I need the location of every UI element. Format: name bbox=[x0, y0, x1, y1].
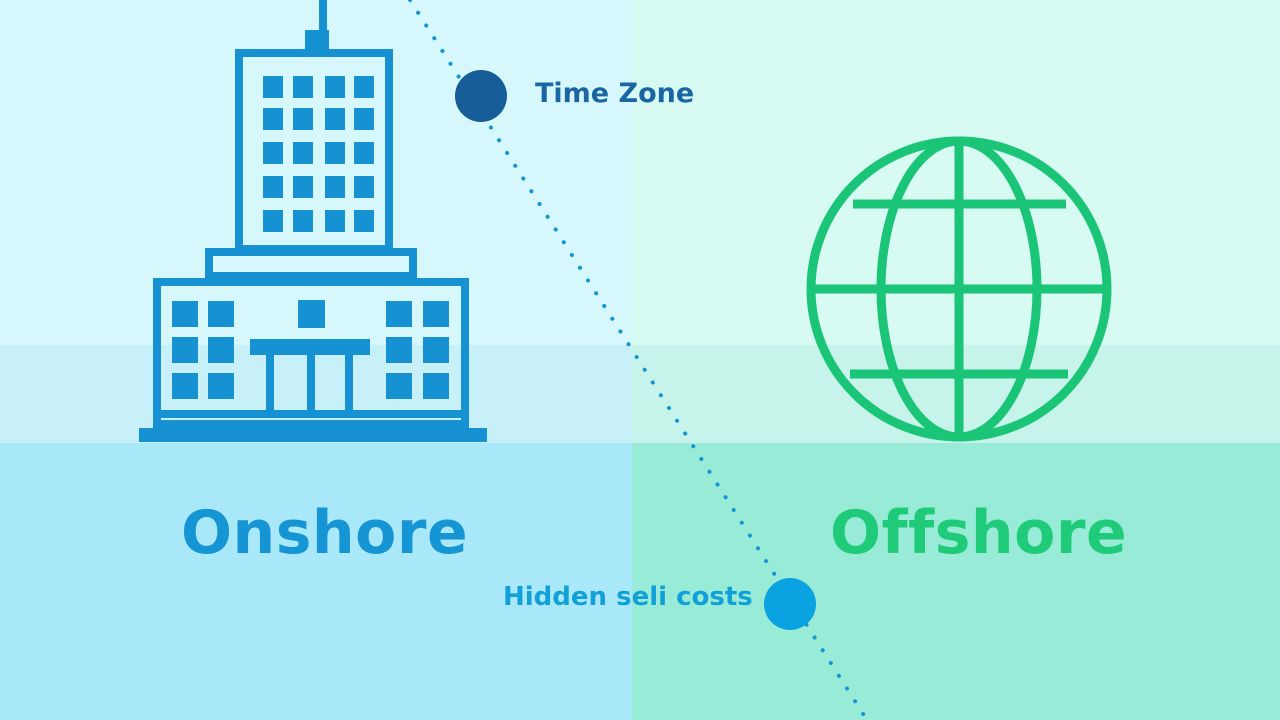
onshore-background-top bbox=[0, 0, 632, 345]
onshore-title: Onshore bbox=[181, 498, 469, 568]
onshore-background-bottom bbox=[0, 443, 632, 720]
offshore-background-bottom bbox=[632, 443, 1280, 720]
time-zone-label: Time Zone bbox=[535, 78, 695, 109]
time-zone-marker bbox=[455, 70, 507, 122]
offshore-title: Offshore bbox=[830, 498, 1128, 568]
globe-icon bbox=[806, 136, 1112, 442]
office-building-icon bbox=[139, 0, 487, 442]
hidden-costs-label: Hidden seli costs bbox=[503, 582, 753, 612]
hidden-costs-marker bbox=[764, 578, 816, 630]
